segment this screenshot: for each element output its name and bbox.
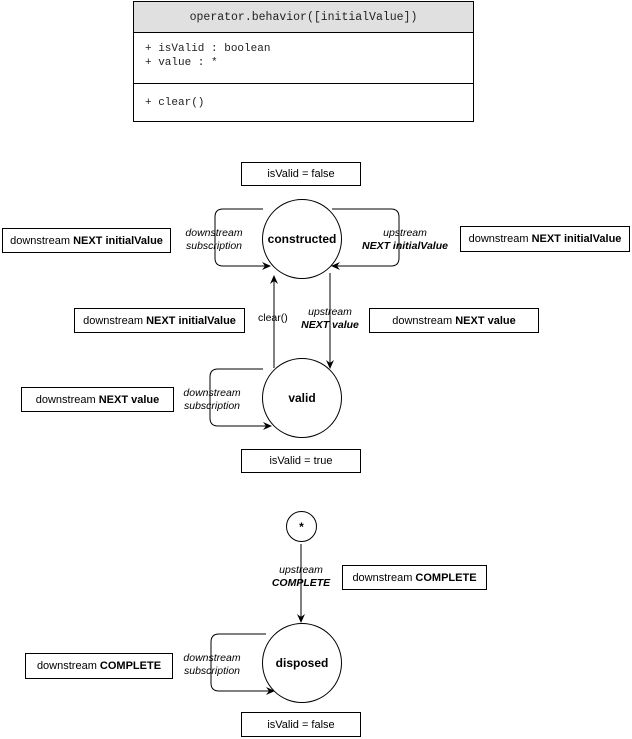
valid-self-left-label: downstream subscription bbox=[176, 387, 248, 413]
edge-label-line: NEXT value bbox=[300, 319, 360, 332]
downstream-next-initialvalue-note-left: downstream NEXT initialValue bbox=[2, 228, 171, 253]
uml-class-title: operator.behavior([initialValue]) bbox=[134, 2, 473, 33]
uml-attribute: + value : * bbox=[145, 57, 218, 69]
note-bold: NEXT value bbox=[98, 393, 160, 406]
edge-label-bold: COMPLETE bbox=[271, 577, 331, 589]
edge-label-line: upstream bbox=[383, 227, 427, 239]
disposed-self-left-label: downstream subscription bbox=[176, 652, 248, 678]
state-disposed: disposed bbox=[262, 623, 342, 703]
state-any: * bbox=[286, 511, 317, 542]
uml-class-box: operator.behavior([initialValue]) + isVa… bbox=[133, 1, 474, 122]
note-prefix: downstream bbox=[468, 233, 529, 245]
uml-attributes: + isValid : boolean + value : * bbox=[134, 33, 473, 84]
downstream-next-initialvalue-note-mid: downstream NEXT initialValue bbox=[74, 308, 245, 333]
downstream-next-initialvalue-note-right: downstream NEXT initialValue bbox=[460, 226, 630, 252]
state-valid: valid bbox=[262, 358, 342, 438]
note-prefix: downstream bbox=[83, 314, 143, 327]
constructed-self-left-label: downstream subscription bbox=[178, 227, 250, 253]
edge-label-bold: NEXT initialValue bbox=[362, 240, 448, 252]
state-constructed: constructed bbox=[262, 199, 342, 279]
uml-operation: + clear() bbox=[145, 97, 205, 109]
note-bold: NEXT initialValue bbox=[531, 233, 622, 245]
uml-attribute: + isValid : boolean bbox=[145, 43, 271, 55]
edge-label-line: NEXT initialValue bbox=[352, 240, 458, 253]
valid-self-loop-left bbox=[209, 368, 272, 430]
clear-label: clear() bbox=[258, 312, 288, 324]
edge-label-line: upstream bbox=[279, 564, 323, 576]
edge-label-line: downstream bbox=[185, 227, 243, 239]
note-bold: NEXT initialValue bbox=[146, 314, 236, 327]
edge-label-line: subscription bbox=[185, 240, 243, 252]
disposed-isvalid-note: isValid = false bbox=[241, 712, 361, 737]
constructed-self-loop-left bbox=[214, 208, 271, 270]
note-bold: COMPLETE bbox=[99, 660, 162, 672]
constructed-isvalid-note: isValid = false bbox=[241, 162, 361, 186]
edge-label-line: subscription bbox=[183, 665, 241, 677]
edge-label-line: downstream bbox=[183, 387, 241, 399]
note-prefix: downstream bbox=[35, 393, 96, 406]
edge-label-line: subscription bbox=[183, 400, 241, 412]
upstream-complete-label: upstream COMPLETE bbox=[266, 564, 336, 590]
constructed-self-right-label: upstream NEXT initialValue bbox=[352, 227, 458, 253]
downstream-next-value-note-valid: downstream NEXT value bbox=[21, 387, 174, 412]
note-bold: NEXT initialValue bbox=[73, 234, 163, 247]
upstream-next-value-label: upstream NEXT value bbox=[300, 306, 360, 332]
edge-label-line: downstream bbox=[183, 652, 241, 664]
note-prefix: downstream bbox=[352, 571, 413, 584]
edge-label-line: COMPLETE bbox=[266, 577, 336, 590]
note-prefix: downstream bbox=[392, 314, 453, 327]
downstream-complete-note-right: downstream COMPLETE bbox=[342, 565, 487, 590]
note-bold: COMPLETE bbox=[415, 571, 477, 584]
note-bold: NEXT value bbox=[455, 314, 516, 327]
note-prefix: downstream bbox=[36, 660, 97, 672]
edge-label-line: upstream bbox=[308, 306, 352, 318]
downstream-complete-note-left: downstream COMPLETE bbox=[25, 653, 173, 679]
edge-label-bold: NEXT value bbox=[301, 319, 359, 331]
valid-isvalid-note: isValid = true bbox=[241, 449, 361, 473]
disposed-self-loop-left bbox=[210, 633, 275, 695]
note-prefix: downstream bbox=[10, 234, 70, 247]
downstream-next-value-note-mid: downstream NEXT value bbox=[369, 308, 539, 333]
constructed-self-loop-right bbox=[331, 208, 400, 270]
